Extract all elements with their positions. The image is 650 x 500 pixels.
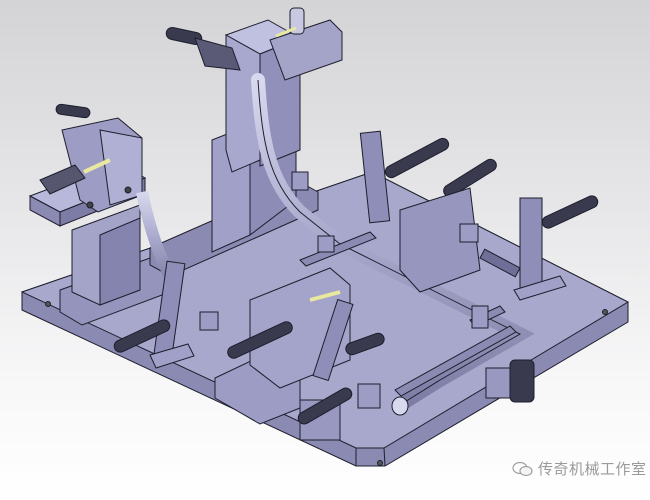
- toggle-clamp-front-group: [214, 267, 385, 441]
- wechat-icon: [512, 461, 533, 476]
- watermark: 传奇机械工作室: [512, 458, 647, 479]
- toggle-clamp-top: [165, 7, 305, 71]
- toggle-clamp-front-left: [113, 260, 195, 369]
- toggle-clamp-right-group: [359, 130, 599, 301]
- watermark-text: 传奇机械工作室: [538, 460, 647, 478]
- end-clamp-right: [485, 359, 535, 403]
- locator-blocks: [199, 171, 489, 409]
- toggle-clamp-left-tower: [39, 103, 111, 195]
